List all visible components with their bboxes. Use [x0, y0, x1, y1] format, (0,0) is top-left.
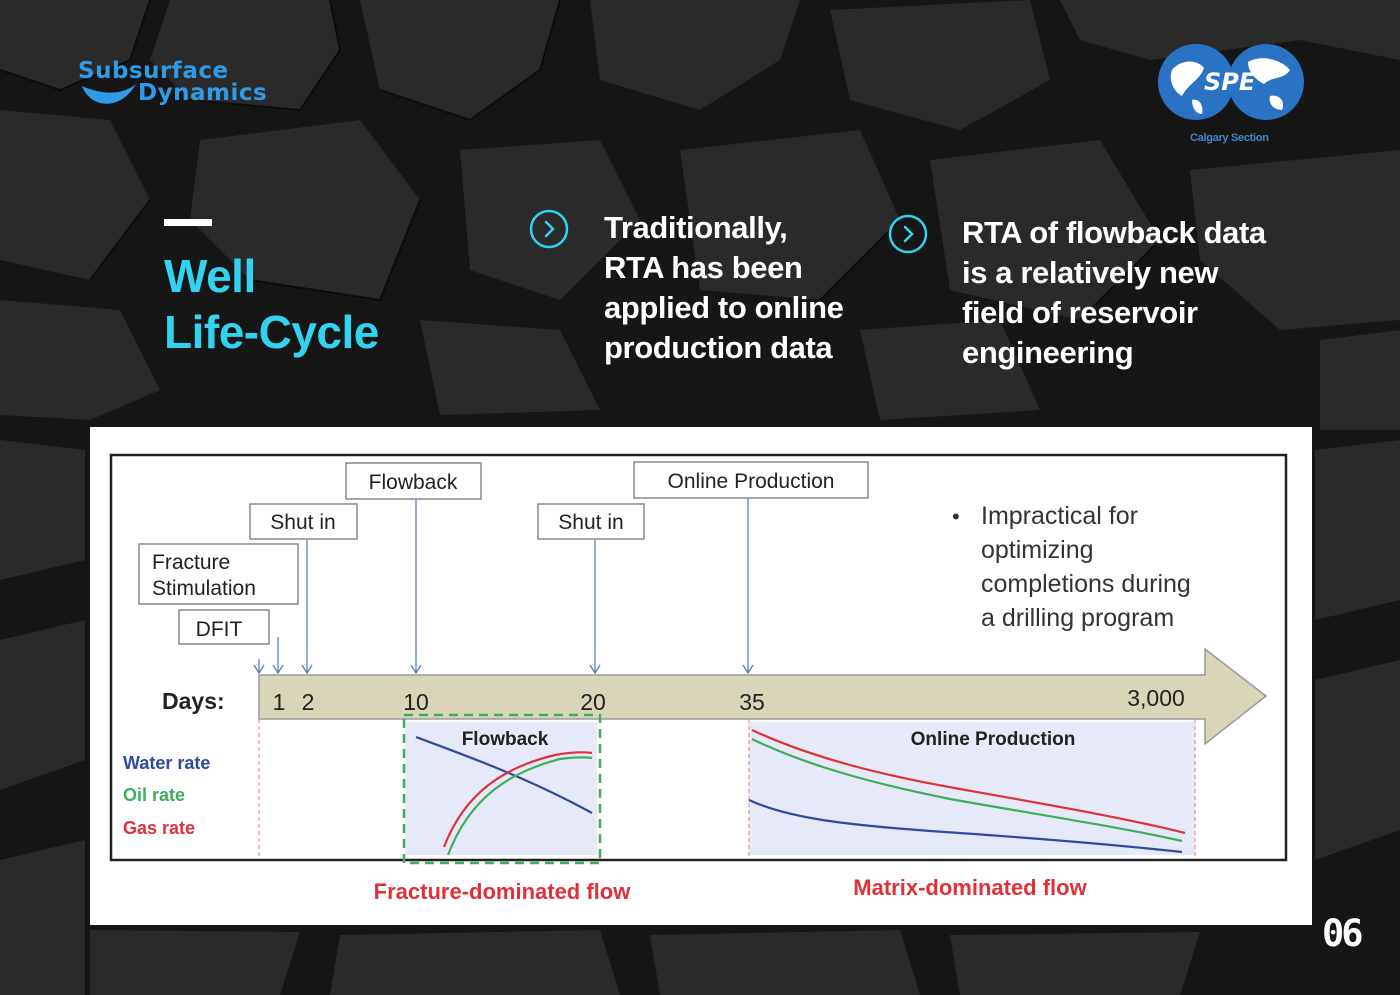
logo-line-2: Dynamics: [138, 80, 268, 106]
day-tick-2: 2: [302, 689, 315, 715]
flowback-water-rate-curve: [415, 735, 593, 814]
flowback-box-label: Flowback: [462, 729, 549, 750]
note-line-2: optimizing: [981, 536, 1094, 564]
shut-in-2-label: Shut in: [558, 511, 623, 534]
globe-icon: [1158, 44, 1304, 120]
bullet-1-line-2: RTA has been: [604, 250, 803, 285]
day-tick-35: 35: [739, 689, 765, 715]
online-production-box-label: Online Production: [911, 729, 1076, 750]
day-tick-10: 10: [403, 689, 429, 715]
day-tick-3000: 3,000: [1127, 685, 1185, 711]
legend-oil-rate: Oil rate: [123, 785, 185, 805]
bullet-traditional-rta: Traditionally, RTA has been applied to o…: [604, 208, 844, 368]
logo-line-1: Subsurface: [78, 58, 229, 84]
online-water-rate-curve: [748, 799, 1183, 854]
bullet-1-line-3: applied to online: [604, 290, 844, 325]
days-label: Days:: [162, 688, 225, 714]
flowback-event-label: Flowback: [369, 471, 458, 494]
spe-section-label: Calgary Section: [1190, 132, 1269, 144]
bullet-1-line-4: production data: [604, 330, 833, 365]
online-production-event-label: Online Production: [668, 470, 835, 493]
title-line-1: Well: [164, 250, 256, 302]
fracture-stimulation-label-line-2: Stimulation: [152, 577, 256, 600]
matrix-dominated-flow-label: Matrix-dominated flow: [853, 875, 1087, 900]
timeline-arrow: [258, 647, 1268, 746]
bullet-flowback-rta: RTA of flowback data is a relatively new…: [962, 213, 1266, 373]
bullet-2-line-4: engineering: [962, 335, 1134, 370]
dfit-label: DFIT: [196, 618, 243, 641]
title-line-2: Life-Cycle: [164, 306, 379, 358]
legend-gas-rate: Gas rate: [123, 818, 195, 838]
flowback-gas-rate-curve: [442, 751, 593, 848]
spe-logo-text: SPE: [1204, 68, 1256, 96]
note-line-3: completions during: [981, 570, 1191, 598]
bullet-2-line-1: RTA of flowback data: [962, 215, 1266, 250]
note-line-1: Impractical for: [981, 502, 1138, 530]
bullet-2-line-2: is a relatively new: [962, 255, 1219, 290]
day-tick-1: 1: [273, 689, 286, 715]
bullet-2-line-3: field of reservoir: [962, 295, 1198, 330]
chevron-right-circle-icon: [888, 214, 928, 254]
fracture-stimulation-label-line-1: Fracture: [152, 551, 230, 574]
legend-water-rate: Water rate: [123, 753, 210, 773]
page-title: Well Life-Cycle: [164, 248, 464, 360]
title-accent-bar: [164, 219, 212, 226]
day-tick-20: 20: [580, 689, 606, 715]
shut-in-1-label: Shut in: [270, 511, 335, 534]
fracture-flow-dashed-box: [402, 713, 602, 865]
well-life-cycle-diagram: Flowback Online Production Shut in Shut …: [90, 427, 1312, 925]
note-bullet-dot: •: [952, 504, 960, 529]
wave-icon: [82, 84, 136, 104]
subsurface-dynamics-logo: Subsurface Dynamics: [78, 58, 288, 118]
bullet-1-line-1: Traditionally,: [604, 210, 788, 245]
note-line-4: a drilling program: [981, 604, 1174, 632]
page-number: 06: [1322, 912, 1364, 955]
spe-logo: SPE Calgary Section: [1152, 40, 1312, 150]
flowback-oil-rate-curve: [446, 756, 593, 856]
fracture-dominated-flow-label: Fracture-dominated flow: [374, 879, 632, 904]
chevron-right-circle-icon: [529, 209, 569, 249]
online-gas-rate-curve: [751, 729, 1186, 835]
online-oil-rate-curve: [751, 738, 1183, 843]
